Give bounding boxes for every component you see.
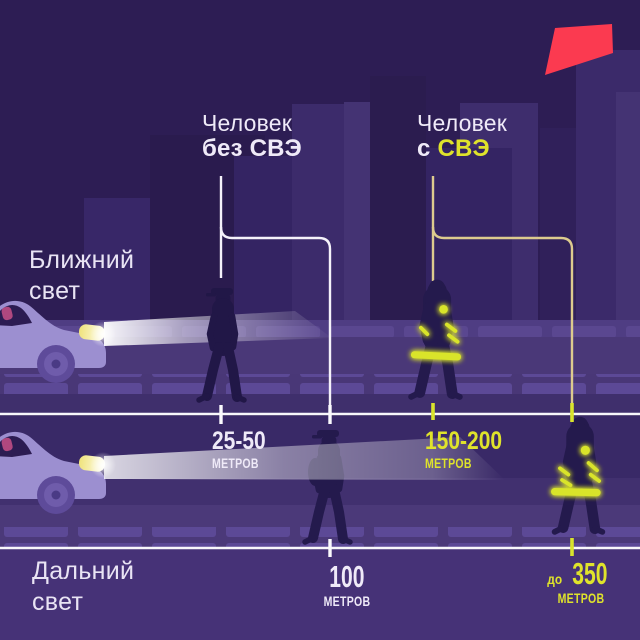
label-line2: с СВЭ: [417, 135, 490, 162]
pedestrian-with-reflectors-bottom: [555, 417, 603, 532]
high-beam-cone: [90, 437, 505, 480]
sve-accent: СВЭ: [437, 135, 490, 162]
reflective-stripes: [410, 305, 462, 361]
pedestrian-without-reflectors-top: [199, 288, 244, 400]
label-person-without-sve: Человек без СВЭ: [202, 110, 302, 162]
road-bottom-section: [0, 416, 640, 640]
city-skyline: [84, 50, 640, 348]
pedestrian-with-reflectors-top: [411, 280, 460, 397]
label-line1: Человек: [417, 110, 508, 136]
distance-high-without: 100 МЕТРОВ: [323, 559, 371, 609]
low-beam-title: Ближний свет: [29, 246, 135, 305]
label-line1: Человек: [202, 110, 293, 136]
logo-pennant-icon: [545, 24, 613, 75]
label-line2: без СВЭ: [202, 135, 302, 162]
connector-lines: [219, 176, 574, 424]
distance-low-with: 150-200 МЕТРОВ: [425, 427, 503, 471]
high-beam-title: Дальний свет: [32, 557, 135, 616]
reflective-stripes: [551, 445, 601, 497]
distance-low-without: 25-50 МЕТРОВ: [212, 427, 266, 471]
measurement-lines: [0, 403, 640, 557]
label-person-with-sve: Человек с СВЭ: [417, 110, 508, 162]
